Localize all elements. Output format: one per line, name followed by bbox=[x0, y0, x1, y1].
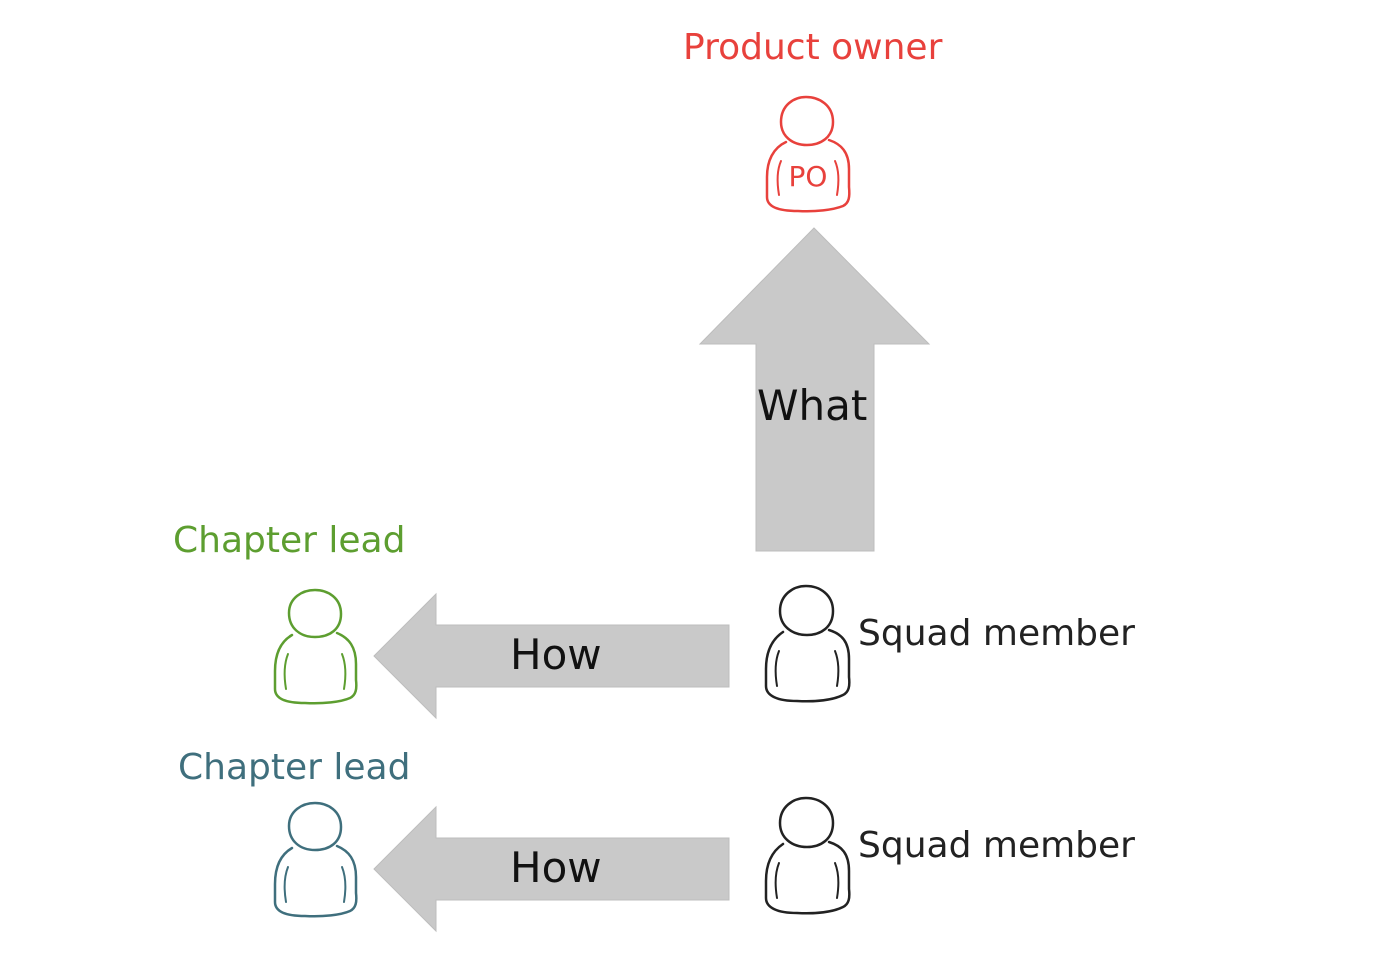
product-owner-person-icon bbox=[763, 95, 853, 213]
how-arrow-2 bbox=[373, 805, 734, 933]
how-arrow-2-label: How bbox=[510, 843, 602, 892]
squad-member-2-person-icon bbox=[762, 796, 854, 916]
squad-member-2-label: Squad member bbox=[858, 825, 1135, 866]
chapter-lead-1-label: Chapter lead bbox=[173, 520, 406, 561]
product-owner-badge: PO bbox=[788, 160, 828, 193]
how-arrow-1-label: How bbox=[510, 630, 602, 679]
squad-member-1-person-icon bbox=[762, 584, 854, 704]
how-arrow-1 bbox=[373, 592, 734, 720]
what-arrow-label: What bbox=[757, 381, 868, 430]
squad-member-1-label: Squad member bbox=[858, 613, 1135, 654]
what-arrow bbox=[698, 227, 932, 558]
product-owner-label: Product owner bbox=[683, 27, 943, 68]
chapter-lead-2-label: Chapter lead bbox=[178, 747, 411, 788]
chapter-lead-1-person-icon bbox=[272, 588, 360, 706]
chapter-lead-2-person-icon bbox=[272, 801, 360, 919]
